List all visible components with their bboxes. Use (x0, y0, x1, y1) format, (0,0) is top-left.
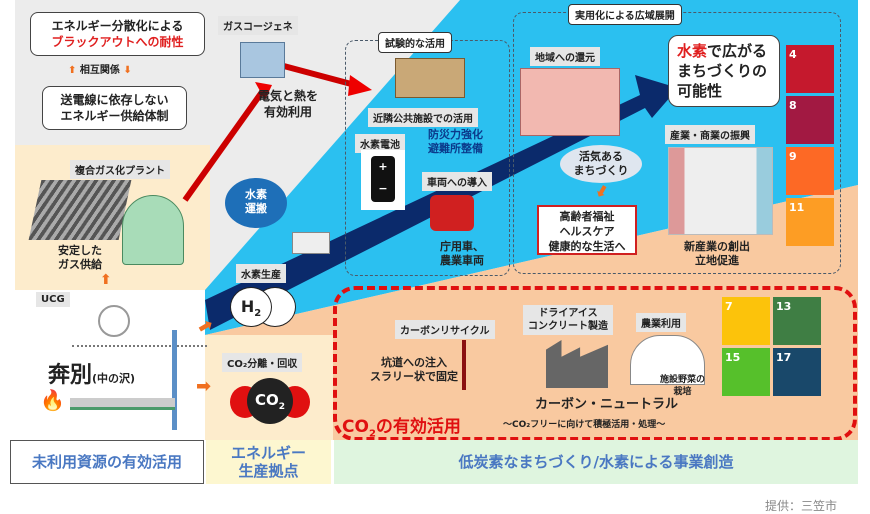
trial-title: 試験的な活用 (378, 32, 452, 53)
cogeneration-label: ガスコージェネ (218, 16, 298, 35)
sdg-17-icon: 17 (773, 348, 821, 396)
h2-molecule-icon: H2 (230, 287, 296, 327)
supply-system-box: 送電線に依存しない エネルギー供給体制 (42, 86, 187, 130)
arrow-to-co2-icon: ➡ (196, 376, 212, 397)
headline-box: 水素で広がるまちづくりの可能性 (668, 35, 780, 107)
gasification-label: 複合ガス化プラント (70, 160, 170, 179)
tractor-icon (430, 195, 474, 231)
underground-pipe (70, 398, 175, 410)
vehicle-label: 車両への導入 (422, 172, 492, 191)
disaster-prep: 防災力強化避難所整備 (428, 128, 483, 155)
fire-icon: 🔥 (40, 388, 65, 412)
up-arrow-icon: ⬆ (100, 272, 112, 288)
agriculture-label: 農業利用 (636, 313, 686, 332)
sdg-7-icon: 7 (722, 297, 770, 345)
truck-icon (292, 232, 330, 254)
band-low-carbon: 低炭素なまちづくり/水素による事業創造 (334, 440, 858, 484)
cogeneration-desc: 電気と熱を有効利用 (258, 89, 319, 119)
battery-icon: +− (361, 150, 405, 210)
resilience-box: エネルギー分散化による ブラックアウトへの耐性 (30, 12, 205, 56)
co2-separation-label: CO₂分離・回収 (222, 353, 303, 372)
houses-icon (520, 68, 620, 136)
band-energy-base: エネルギー生産拠点 (206, 440, 331, 484)
ucg-place: 奔別(中の沢) (48, 363, 136, 388)
greenhouse-icon (630, 335, 705, 385)
lively-town-bubble: 活気あるまちづくり (560, 145, 642, 183)
co2-molecule-icon: CO2 (230, 378, 310, 426)
borehole-pipe (172, 330, 177, 430)
sdg-4-icon: 4 (786, 45, 834, 93)
gas-tank-icon (122, 195, 184, 265)
band-unused-resources: 未利用資源の有効活用 (10, 440, 204, 484)
sdg-9-icon: 9 (786, 147, 834, 195)
sdg-13-icon: 13 (773, 297, 821, 345)
vehicle-desc: 庁用車、農業車両 (440, 240, 484, 267)
sdg-15-icon: 15 (722, 348, 770, 396)
carbon-neutral-sub: 〜CO₂フリーに向けて積極活用・処理〜 (503, 420, 666, 430)
welfare-box: 高齢者福祉ヘルスケア健康的な生活へ (537, 205, 637, 255)
sdg-8-icon: 8 (786, 96, 834, 144)
public-facility-label: 近隣公共施設での活用 (368, 108, 478, 127)
carbon-neutral: カーボン・ニュートラル (535, 397, 679, 412)
drill-reel-icon (98, 305, 130, 337)
battery-label: 水素電池 (355, 134, 405, 153)
community-label: 地域への還元 (530, 47, 600, 66)
gasification-desc: 安定したガス供給 (58, 244, 102, 271)
coal-seam-icon (28, 180, 132, 240)
hydrogen-transport-cloud: 水素運搬 (225, 178, 287, 228)
sdg-11-icon: 11 (786, 198, 834, 246)
shopping-arcade-icon (668, 147, 773, 235)
practical-title: 実用化による広域展開 (568, 4, 682, 25)
co2-utilization-title: CO2の有効活用 (342, 417, 461, 440)
co2-utilization-group (333, 286, 857, 441)
credit: 提供：三笠市 (765, 499, 838, 513)
ucg-label: UCG (36, 292, 70, 307)
cogeneration-engine-icon (240, 42, 285, 78)
dryice-label: ドライアイスコンクリート製造 (523, 305, 613, 335)
injection-desc: 坑道への注入スラリー状で固定 (370, 356, 458, 383)
hydrogen-production-label: 水素生産 (236, 264, 286, 283)
ground-line (72, 345, 207, 347)
industry-label: 産業・商業の振興 (665, 125, 755, 144)
carbon-recycle-label: カーボンリサイクル (395, 320, 495, 339)
greenhouse-desc: 施設野菜の栽培 (660, 375, 706, 397)
industry-desc: 新産業の創出立地促進 (684, 240, 750, 267)
public-building-icon (395, 58, 465, 98)
injection-well-icon (462, 340, 466, 390)
mutual-relation: ⬆ 相互関係 ⬇ (68, 65, 132, 76)
